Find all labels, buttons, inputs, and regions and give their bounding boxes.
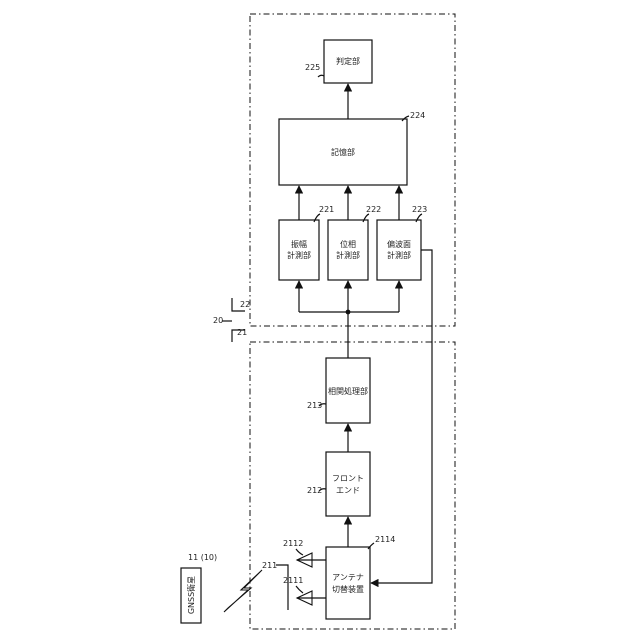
gnss-satellite-ref: 11 (10) (188, 553, 217, 562)
amp-block (279, 220, 319, 280)
antenna-2112-ref-leader (296, 549, 303, 555)
amp-ref: 221 (319, 205, 334, 214)
antsw-line1: アンテナ (332, 573, 364, 582)
group-22-label: 22 (240, 300, 250, 309)
antenna-2112-ref: 2112 (283, 539, 303, 548)
antenna-2111-ref: 2111 (283, 576, 303, 585)
antenna-2112-icon (297, 553, 326, 567)
judge-label: 判定部 (336, 56, 360, 66)
antenna-group-bracket (276, 565, 288, 610)
phase-line1: 位相 (340, 239, 356, 249)
antenna-switch-block (326, 547, 370, 619)
group-21-label: 21 (237, 328, 247, 337)
antsw-line2: 切替装置 (332, 584, 364, 594)
frontend-line2: エンド (336, 486, 360, 495)
polar-ref: 223 (412, 205, 427, 214)
judge-ref-leader (318, 75, 324, 77)
memory-label: 記憶部 (331, 147, 355, 157)
memory-ref: 224 (410, 111, 425, 120)
antenna-2111-icon (297, 591, 326, 605)
phase-ref: 222 (366, 205, 381, 214)
antsw-ref-leader (368, 543, 374, 549)
antenna-group-ref: 211 (262, 561, 277, 570)
polar-line2: 計測部 (387, 250, 411, 260)
polar-line1: 偏波面 (387, 239, 411, 249)
antenna-2111-ref-leader (296, 586, 303, 593)
polar-to-antsw-feedback (371, 250, 432, 583)
corr-label: 相関処理部 (328, 386, 368, 396)
amp-line1: 振幅 (291, 239, 307, 249)
radio-signal-icon (224, 570, 262, 612)
judge-ref: 225 (305, 63, 320, 72)
polar-block (377, 220, 421, 280)
group-20-label: 20 (213, 316, 223, 325)
frontend-block (326, 452, 370, 516)
frontend-line1: フロント (332, 474, 364, 483)
phase-block (328, 220, 368, 280)
amp-line2: 計測部 (287, 250, 311, 260)
gnss-satellite-label: GNSS衛星 (186, 576, 196, 614)
antsw-ref: 2114 (375, 535, 395, 544)
phase-line2: 計測部 (336, 250, 360, 260)
